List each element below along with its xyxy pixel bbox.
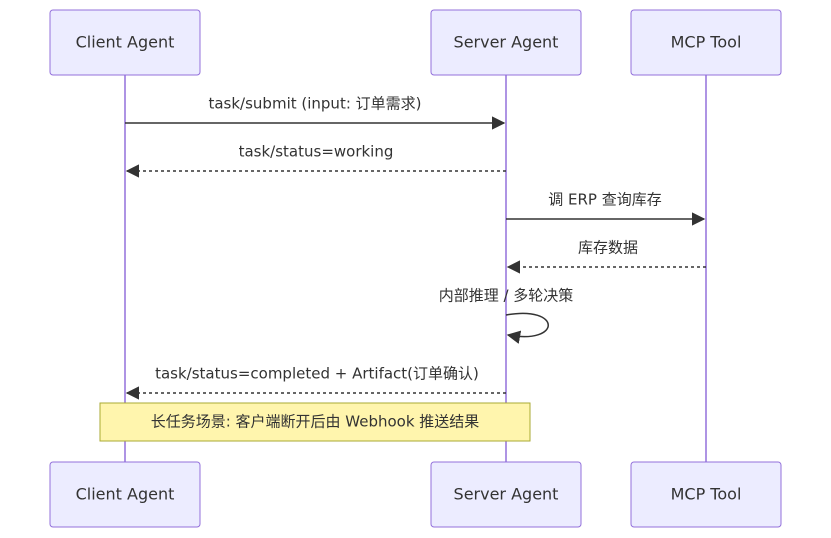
message-label: 调 ERP 查询库存 (548, 191, 661, 209)
actor-label: MCP Tool (671, 33, 742, 52)
actor-mcp-tool-top: MCP Tool (630, 9, 782, 76)
actor-client-agent-top: Client Agent (49, 9, 201, 76)
message-label: task/submit (input: 订单需求) (208, 95, 421, 113)
actor-label: Server Agent (454, 33, 559, 52)
message-label: 库存数据 (578, 239, 638, 257)
self-loop-arrow (505, 312, 549, 344)
actor-server-agent-top: Server Agent (430, 9, 582, 76)
note: 长任务场景: 客户端断开后由 Webhook 推送结果 (99, 402, 531, 442)
actor-label: Server Agent (454, 485, 559, 504)
actor-client-agent-bottom: Client Agent (49, 461, 201, 528)
actor-label: Client Agent (76, 33, 175, 52)
actor-mcp-tool-bottom: MCP Tool (630, 461, 782, 528)
note-text: 长任务场景: 客户端断开后由 Webhook 推送结果 (151, 413, 480, 431)
message-label: 内部推理 / 多轮决策 (439, 287, 574, 305)
message-label: task/status=working (239, 143, 394, 161)
message-label: task/status=completed + Artifact(订单确认) (155, 365, 479, 383)
actor-label: MCP Tool (671, 485, 742, 504)
actor-label: Client Agent (76, 485, 175, 504)
actor-server-agent-bottom: Server Agent (430, 461, 582, 528)
